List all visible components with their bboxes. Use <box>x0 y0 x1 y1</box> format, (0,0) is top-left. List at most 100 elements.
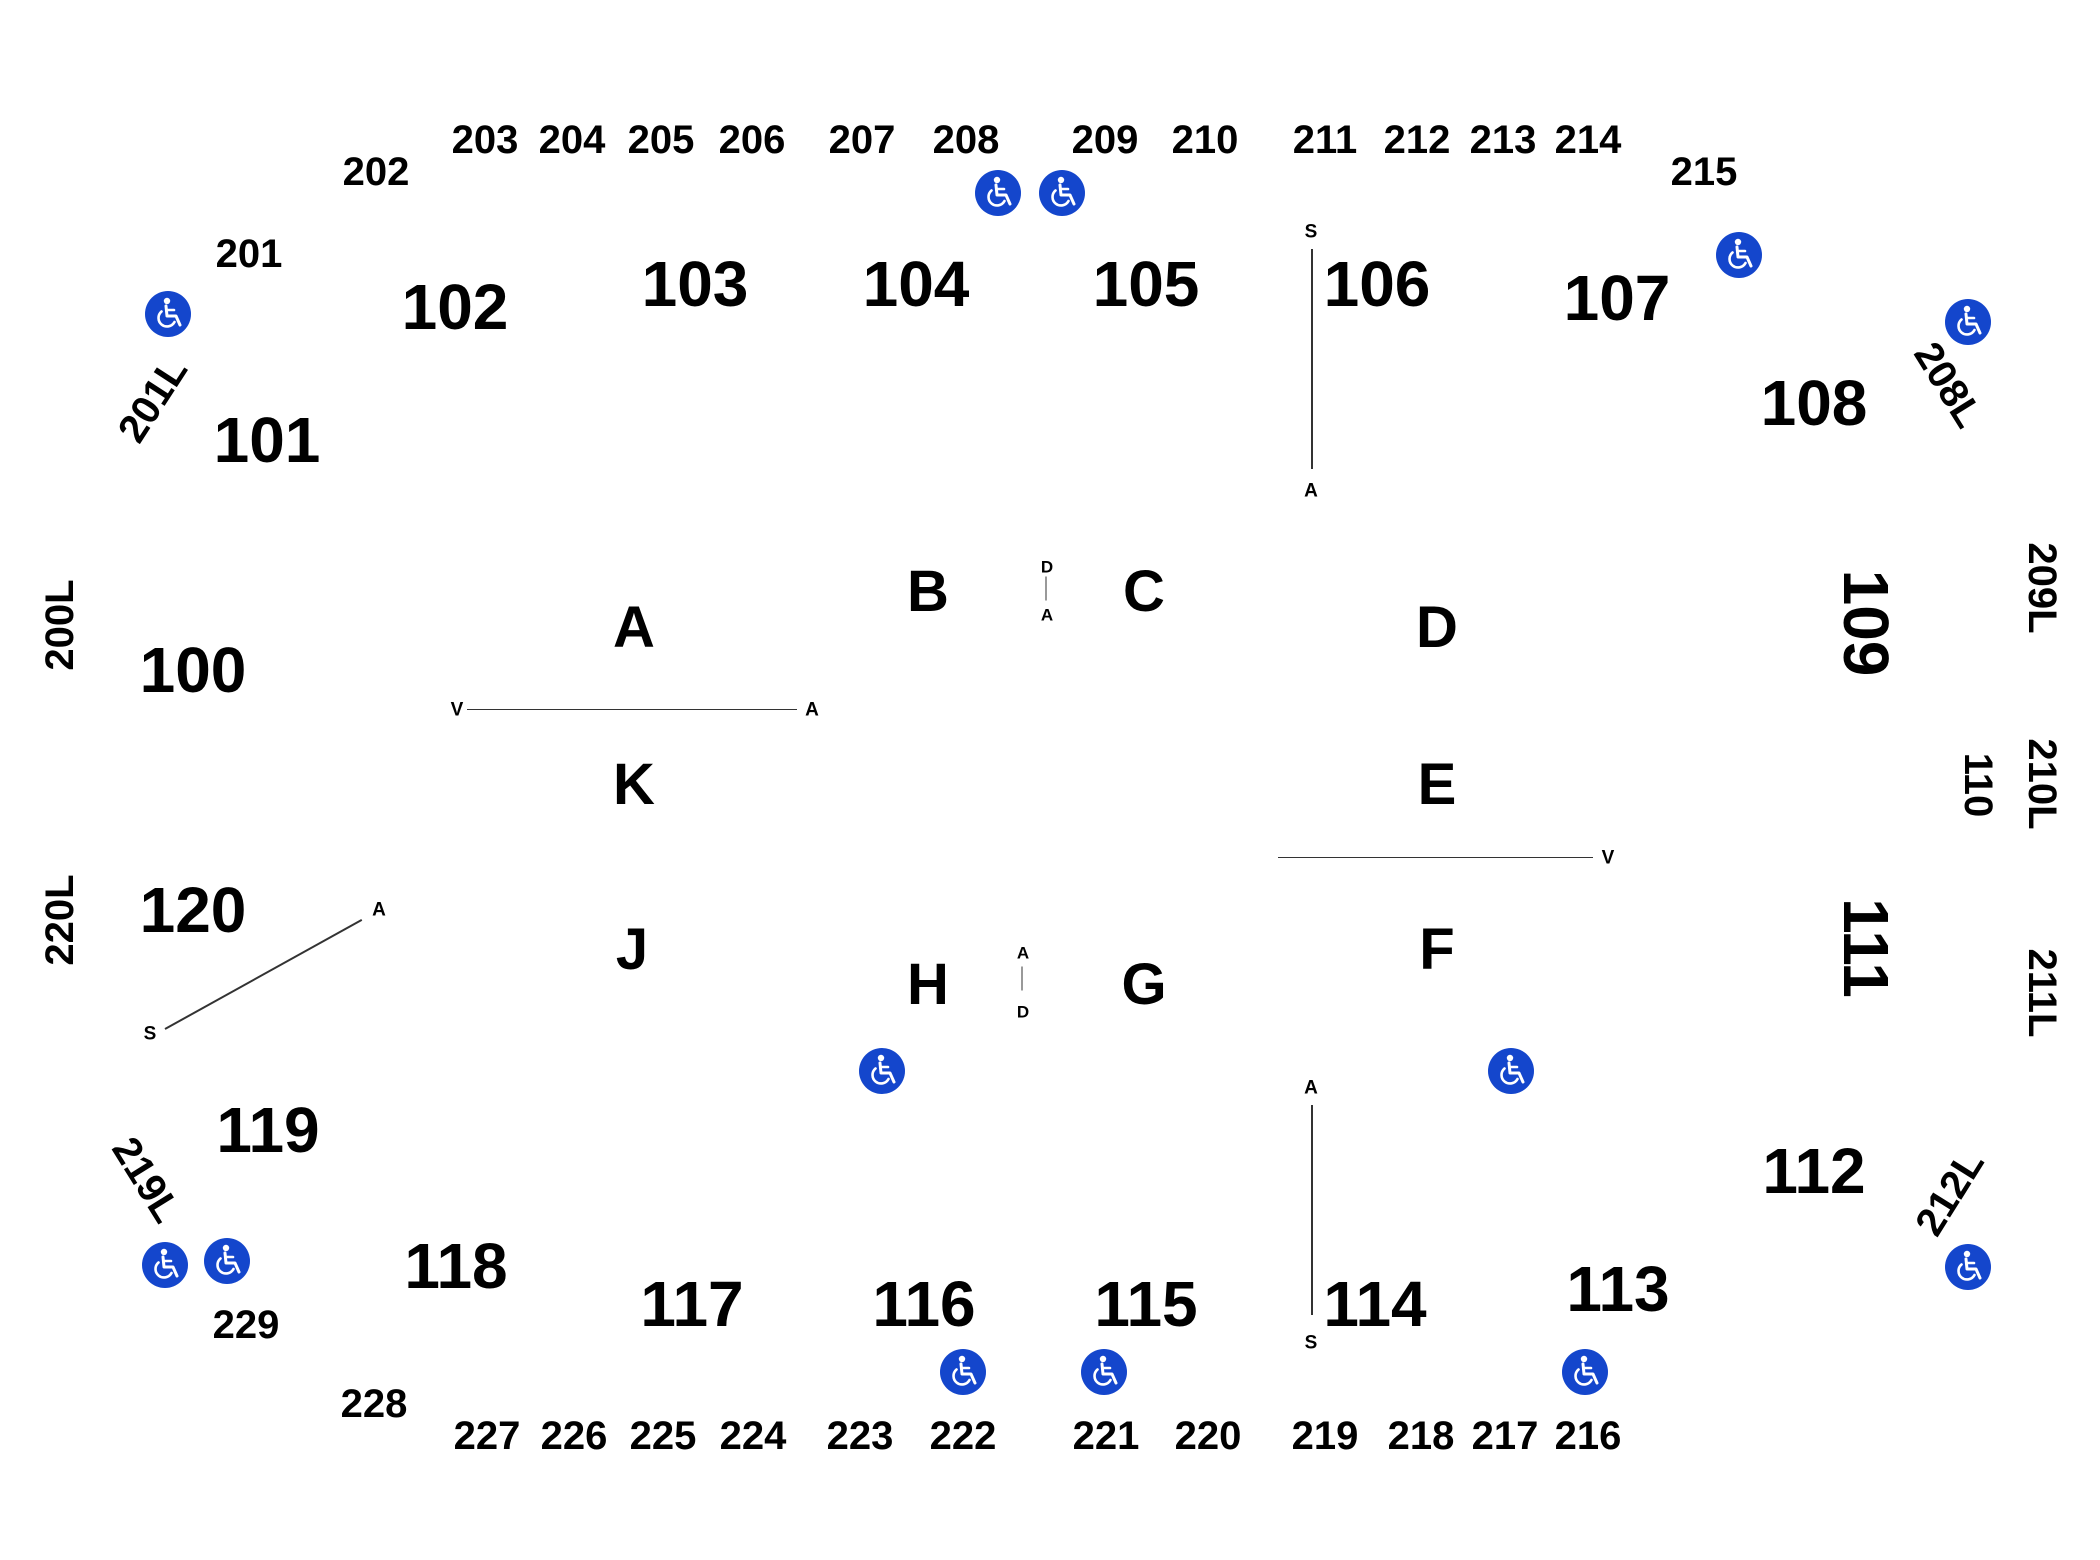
aisle-line-a-k <box>467 709 797 710</box>
section-103[interactable]: 103 <box>641 248 749 320</box>
section-209[interactable]: 209 <box>1071 118 1139 162</box>
section-222[interactable]: 222 <box>929 1414 997 1458</box>
aisle-marker: A <box>805 699 819 721</box>
section-104[interactable]: 104 <box>862 248 970 320</box>
section-118[interactable]: 118 <box>404 1230 508 1302</box>
section-219[interactable]: 219 <box>1291 1414 1359 1458</box>
wheelchair-accessible-icon[interactable] <box>940 1349 986 1395</box>
section-217[interactable]: 217 <box>1471 1414 1539 1458</box>
section-227[interactable]: 227 <box>453 1414 521 1458</box>
section-113[interactable]: 113 <box>1566 1253 1670 1325</box>
aisle-marker: V <box>1601 847 1615 869</box>
section-107[interactable]: 107 <box>1563 262 1671 334</box>
aisle-marker: S <box>143 1023 157 1045</box>
wheelchair-accessible-icon[interactable] <box>1945 1244 1991 1290</box>
wheelchair-accessible-icon[interactable] <box>1081 1349 1127 1395</box>
section-201L[interactable]: 201L <box>109 349 197 451</box>
section-207[interactable]: 207 <box>828 118 896 162</box>
section-213[interactable]: 213 <box>1469 118 1537 162</box>
aisle-line-bottom <box>1311 1105 1313 1315</box>
section-212L[interactable]: 212L <box>1907 1142 1993 1244</box>
section-219L[interactable]: 219L <box>103 1129 189 1231</box>
aisle-marker: A <box>1304 1077 1318 1099</box>
wheelchair-accessible-icon[interactable] <box>1945 299 1991 345</box>
section-215[interactable]: 215 <box>1670 150 1738 194</box>
floor-section-g[interactable]: G <box>1121 952 1167 1017</box>
floor-section-e[interactable]: E <box>1417 752 1457 817</box>
section-228[interactable]: 228 <box>340 1382 408 1426</box>
section-109[interactable]: 109 <box>1830 569 1902 677</box>
aisle-line-e-f <box>1278 857 1593 858</box>
floor-section-f[interactable]: F <box>1419 917 1455 982</box>
section-223[interactable]: 223 <box>826 1414 894 1458</box>
section-205[interactable]: 205 <box>627 118 695 162</box>
wheelchair-accessible-icon[interactable] <box>1039 170 1085 216</box>
section-206[interactable]: 206 <box>718 118 786 162</box>
section-211L[interactable]: 211L <box>2020 948 2064 1038</box>
floor-section-h[interactable]: H <box>907 952 949 1017</box>
wheelchair-accessible-icon[interactable] <box>1562 1349 1608 1395</box>
floor-section-k[interactable]: K <box>613 752 655 817</box>
section-120[interactable]: 120 <box>139 874 247 946</box>
section-221[interactable]: 221 <box>1072 1414 1140 1458</box>
aisle-marker: D <box>1040 557 1054 577</box>
wheelchair-accessible-icon[interactable] <box>145 291 191 337</box>
wheelchair-accessible-icon[interactable] <box>142 1242 188 1288</box>
floor-section-j[interactable]: J <box>615 917 649 982</box>
section-112[interactable]: 112 <box>1762 1135 1866 1207</box>
section-203[interactable]: 203 <box>451 118 519 162</box>
section-225[interactable]: 225 <box>629 1414 697 1458</box>
section-218[interactable]: 218 <box>1387 1414 1455 1458</box>
section-220L[interactable]: 220L <box>38 874 82 966</box>
section-202[interactable]: 202 <box>342 150 410 194</box>
aisle-marker: A <box>372 899 386 921</box>
section-115[interactable]: 115 <box>1094 1268 1198 1340</box>
section-208[interactable]: 208 <box>932 118 1000 162</box>
section-201[interactable]: 201 <box>215 232 283 276</box>
wheelchair-accessible-icon[interactable] <box>1488 1048 1534 1094</box>
section-111[interactable]: 111 <box>1830 898 1902 998</box>
section-210L[interactable]: 210L <box>2020 738 2064 830</box>
section-119[interactable]: 119 <box>216 1094 320 1166</box>
aisle-line-b-c <box>1045 576 1047 601</box>
section-101[interactable]: 101 <box>213 404 321 476</box>
section-226[interactable]: 226 <box>540 1414 608 1458</box>
section-204[interactable]: 204 <box>538 118 606 162</box>
aisle-marker: S <box>1304 1332 1318 1354</box>
section-214[interactable]: 214 <box>1554 118 1622 162</box>
section-212[interactable]: 212 <box>1383 118 1451 162</box>
section-200L[interactable]: 200L <box>38 579 82 671</box>
section-110[interactable]: 110 <box>1956 752 2000 818</box>
aisle-marker: A <box>1016 943 1030 963</box>
section-220[interactable]: 220 <box>1174 1414 1242 1458</box>
aisle-marker: D <box>1016 1002 1030 1022</box>
section-114[interactable]: 114 <box>1323 1268 1427 1340</box>
section-106[interactable]: 106 <box>1323 248 1431 320</box>
wheelchair-accessible-icon[interactable] <box>1716 232 1762 278</box>
section-216[interactable]: 216 <box>1554 1414 1622 1458</box>
section-224[interactable]: 224 <box>719 1414 787 1458</box>
section-211[interactable]: 211 <box>1292 118 1358 162</box>
section-102[interactable]: 102 <box>401 271 509 343</box>
aisle-line-h-g <box>1021 966 1023 991</box>
section-210[interactable]: 210 <box>1171 118 1239 162</box>
section-208L[interactable]: 208L <box>1905 334 1991 436</box>
section-209L[interactable]: 209L <box>2020 542 2064 634</box>
section-100[interactable]: 100 <box>139 634 247 706</box>
wheelchair-accessible-icon[interactable] <box>204 1238 250 1284</box>
wheelchair-accessible-icon[interactable] <box>975 170 1021 216</box>
section-105[interactable]: 105 <box>1092 248 1200 320</box>
section-116[interactable]: 116 <box>872 1268 976 1340</box>
wheelchair-accessible-icon[interactable] <box>859 1048 905 1094</box>
floor-section-a[interactable]: A <box>613 595 655 660</box>
floor-section-c[interactable]: C <box>1123 559 1165 624</box>
floor-section-b[interactable]: B <box>907 559 949 624</box>
section-108[interactable]: 108 <box>1760 367 1868 439</box>
aisle-marker: V <box>450 699 464 721</box>
aisle-marker: A <box>1040 605 1054 625</box>
aisle-line-top <box>1311 249 1313 469</box>
section-229[interactable]: 229 <box>212 1303 280 1347</box>
floor-section-d[interactable]: D <box>1416 595 1458 660</box>
section-117[interactable]: 117 <box>640 1268 744 1340</box>
